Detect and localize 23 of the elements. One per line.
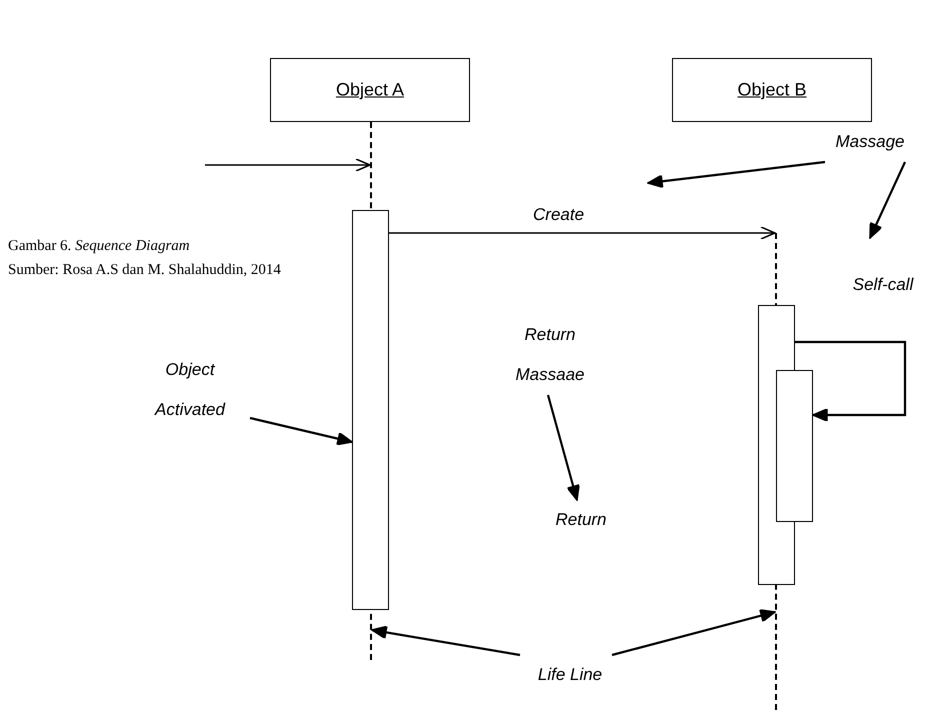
pointer-arrow (546, 394, 580, 501)
annotation-label: Self-call (840, 265, 926, 305)
pointer-arrow (612, 609, 776, 656)
self-call-arrow (795, 340, 906, 422)
figure-caption: Gambar 6. Sequence Diagram (8, 238, 190, 255)
object-box (672, 58, 872, 122)
pointer-arrow (250, 416, 353, 446)
activation-bar (776, 370, 813, 522)
annotation-label: Return Massaae (500, 315, 600, 395)
activation-bar (352, 210, 389, 610)
message-arrow (205, 158, 371, 172)
message-arrow (389, 226, 776, 240)
pointer-arrow (869, 162, 906, 239)
pointer-arrow (371, 626, 520, 656)
annotation-label: Massage (825, 122, 915, 162)
object-box (270, 58, 470, 122)
annotation-label: Return (540, 500, 622, 540)
object-name: Object B (737, 80, 807, 100)
source-note: Sumber: Rosa A.S dan M. Shalahuddin, 2014 (8, 262, 281, 279)
pointer-arrow (647, 160, 826, 188)
annotation-label: Life Line (520, 655, 620, 695)
annotation-label: Object Activated (130, 350, 250, 430)
object-name: Object A (336, 80, 404, 100)
